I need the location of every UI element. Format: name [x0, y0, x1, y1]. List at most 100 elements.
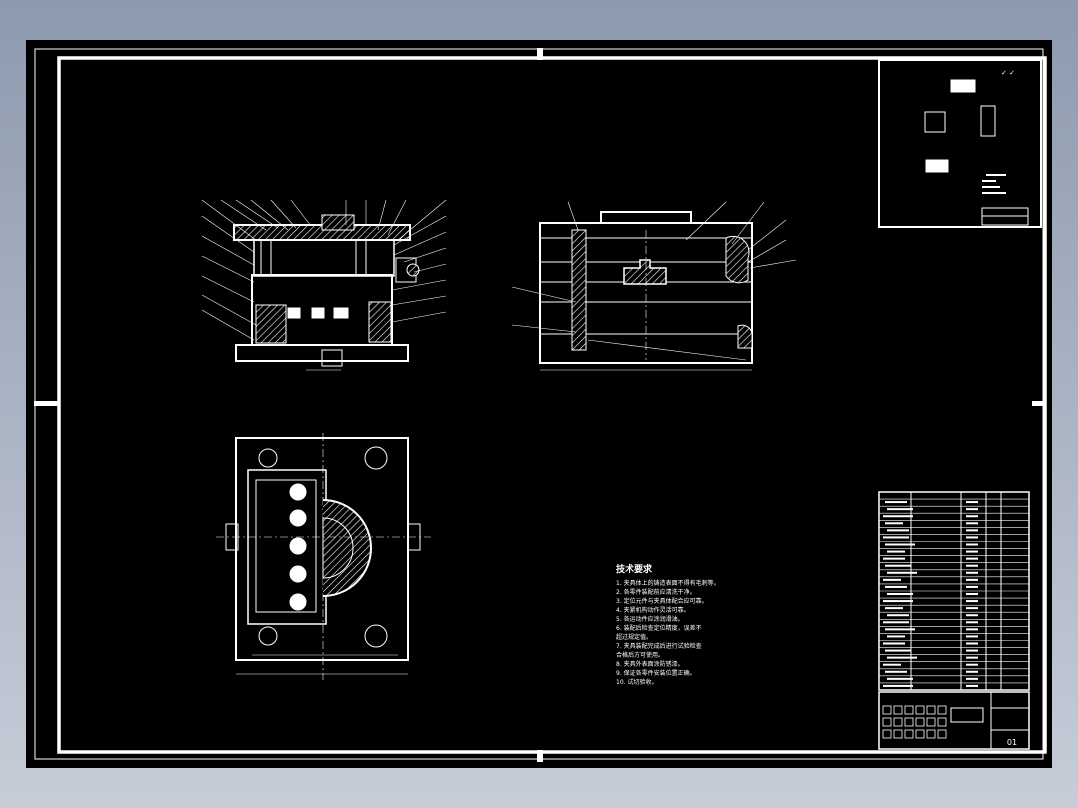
svg-text:✓ ✓: ✓ ✓ [1001, 69, 1015, 77]
parts-list-cell-mark [885, 543, 915, 546]
tech-req-title: 技术要求 [616, 563, 653, 575]
tech-req-item: 合格后方可使用。 [616, 651, 664, 659]
title-block-cell [904, 705, 914, 715]
parts-list-cell-mark [887, 593, 913, 595]
tech-req-item: 4. 夹紧机构动作灵活可靠。 [616, 606, 690, 614]
parts-list-cell-mark [966, 593, 978, 595]
parts-list-cell-mark [887, 550, 905, 553]
parts-list-cell-mark [966, 684, 978, 687]
drawing-frame [34, 48, 1047, 762]
title-block: 01 [878, 691, 1030, 750]
tech-req-item: 超过规定值。 [616, 633, 652, 641]
parts-list-cell-mark [883, 621, 909, 624]
title-block-cell [882, 729, 892, 739]
tech-req-item: 2. 各零件装配前应清洗干净。 [616, 588, 696, 596]
parts-list-cell-mark [883, 684, 913, 687]
title-block-cell [893, 729, 903, 739]
tech-req-item: 8. 夹具外表面涂防锈漆。 [616, 660, 684, 668]
parts-list-cell-mark [966, 529, 978, 532]
parts-list-cell-mark [966, 508, 978, 511]
leader-lines [201, 199, 447, 341]
leader-lines [511, 201, 797, 333]
title-block-cell [937, 705, 947, 715]
parts-list-cell-mark [966, 635, 978, 638]
parts-list-cell-mark [887, 508, 913, 511]
tech-req-item: 7. 夹具装配完成后进行试验检查 [616, 642, 702, 650]
detail-notes [982, 174, 1006, 194]
parts-list-cell-mark [885, 670, 907, 673]
sheet-number: 01 [1007, 738, 1017, 747]
title-block-cell [893, 705, 903, 715]
parts-list-cell-mark [883, 557, 905, 560]
parts-list-cell-mark [966, 536, 978, 539]
parts-list-cell-mark [966, 642, 978, 645]
parts-list-cell-mark [885, 585, 907, 588]
technical-requirements: 技术要求 1. 夹具体上的铸造表面不得有毛刺等。2. 各零件装配前应清洗干净。3… [616, 563, 720, 686]
title-block-cell [937, 729, 947, 739]
tech-req-item: 5. 各运动件应涂润滑油。 [616, 615, 684, 623]
tech-req-item: 9. 保证各零件安装位置正确。 [616, 669, 696, 677]
parts-list-cell-mark [966, 515, 978, 518]
parts-list-cell-mark [885, 564, 911, 567]
parts-list-cell-mark [883, 642, 905, 645]
tech-req-item: 6. 装配后检查定位精度，误差不 [616, 624, 702, 632]
title-block-cell [926, 705, 936, 715]
parts-list-cell-mark [966, 656, 978, 659]
parts-list-cell-mark [887, 677, 913, 680]
tech-req-item: 10. 试切验收。 [616, 678, 657, 686]
title-block-cell [926, 729, 936, 739]
parts-list-cell-mark [966, 677, 978, 680]
title-block-cell [882, 705, 892, 715]
parts-list-cell-mark [966, 663, 978, 666]
title-block-cell [915, 729, 925, 739]
parts-list-cell-mark [883, 536, 909, 539]
parts-list-cell-mark [966, 600, 978, 603]
parts-list-cell-mark [885, 501, 907, 504]
parts-list-cell-mark [966, 607, 978, 610]
side-view [511, 201, 797, 371]
parts-list-cell-mark [883, 663, 901, 666]
detail-view-box: ✓ ✓ [878, 59, 1042, 228]
parts-list-cell-mark [885, 628, 915, 631]
parts-list [878, 491, 1030, 691]
title-block-cell [915, 717, 925, 727]
title-block-cell [915, 705, 925, 715]
parts-list-cell-mark [887, 571, 917, 574]
parts-list-cell-mark [966, 543, 978, 546]
parts-list-cell-mark [887, 614, 909, 617]
parts-list-cell-mark [966, 628, 978, 631]
tech-req-item: 1. 夹具体上的铸造表面不得有毛刺等。 [616, 579, 720, 587]
parts-list-cell-mark [885, 649, 911, 652]
parts-list-cell-mark [966, 571, 978, 574]
parts-list-cell-mark [966, 614, 978, 617]
parts-list-cell-mark [966, 670, 978, 673]
cad-drawing: ✓ ✓ [34, 48, 1047, 762]
front-view [201, 199, 447, 371]
parts-list-cell-mark [883, 578, 901, 581]
parts-list-cell-mark [966, 578, 978, 581]
parts-list-cell-mark [883, 515, 913, 518]
title-block-cell [882, 717, 892, 727]
parts-list-cell-mark [966, 585, 978, 588]
parts-list-cell-mark [887, 656, 917, 659]
plan-view [216, 433, 431, 680]
title-block-cell [926, 717, 936, 727]
title-block-cell [937, 717, 947, 727]
title-block-cell [904, 729, 914, 739]
tech-req-item: 3. 定位元件与夹具体配合应可靠。 [616, 597, 708, 605]
parts-list-cell-mark [966, 550, 978, 553]
drawing-sheet: ✓ ✓ [26, 40, 1052, 768]
title-block-cell [904, 717, 914, 727]
parts-list-cell-mark [966, 501, 978, 504]
parts-list-cell-mark [887, 529, 909, 532]
title-block-cell [893, 717, 903, 727]
parts-list-cell-mark [885, 522, 903, 525]
parts-list-cell-mark [966, 649, 978, 652]
parts-list-cell-mark [966, 621, 978, 624]
parts-list-cell-mark [887, 635, 905, 638]
parts-list-cell-mark [966, 564, 978, 567]
parts-list-cell-mark [883, 600, 913, 603]
parts-list-cell-mark [885, 607, 903, 610]
parts-list-cell-mark [966, 557, 978, 560]
parts-list-cell-mark [966, 522, 978, 525]
